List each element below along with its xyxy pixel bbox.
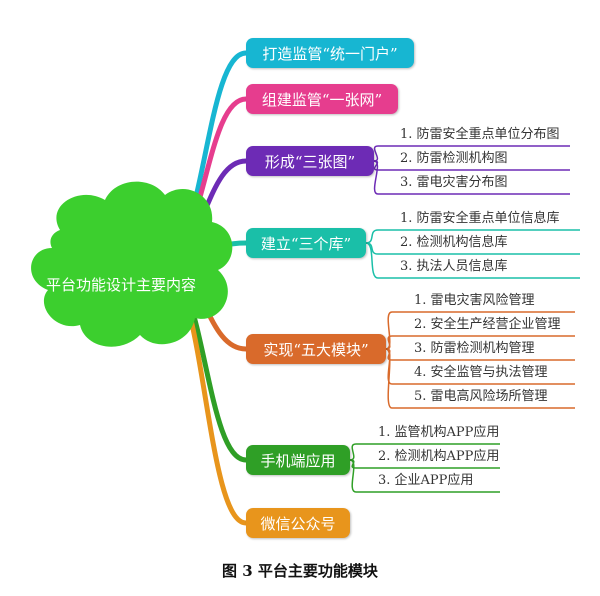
branch-node: 建立“三个库” xyxy=(246,228,366,258)
branch-node: 组建监管“一张网” xyxy=(246,84,398,114)
sub-item: 2. 安全生产经营企业管理 xyxy=(414,317,561,332)
sub-item: 2. 检测机构信息库 xyxy=(400,235,508,250)
root-topic: 平台功能设计主要内容 xyxy=(45,276,196,294)
sub-item: 4. 安全监管与执法管理 xyxy=(414,365,548,380)
sub-item: 5. 雷电高风险场所管理 xyxy=(414,389,548,404)
sub-item: 3. 防雷检测机构管理 xyxy=(414,341,535,356)
sub-item-connector xyxy=(373,160,570,195)
sub-item: 1. 防雷安全重点单位信息库 xyxy=(400,211,560,226)
sub-item-connector xyxy=(385,348,575,409)
branch-node: 形成“三张图” xyxy=(246,146,374,176)
branch-node: 微信公众号 xyxy=(246,508,350,538)
sub-item-connector xyxy=(349,443,500,461)
branch-node: 实现“五大模块” xyxy=(246,334,386,364)
sub-item: 3. 雷电灾害分布图 xyxy=(400,175,508,190)
root-cloud-shape xyxy=(31,181,233,347)
branch-node: 打造监管“统一门户” xyxy=(246,38,414,68)
sub-item-connector xyxy=(365,229,580,244)
sub-item-connector xyxy=(373,145,570,162)
figure-caption: 图 3 平台主要功能模块 xyxy=(222,562,378,580)
sub-item-connector xyxy=(365,242,580,279)
branch-node: 手机端应用 xyxy=(246,445,350,475)
sub-item: 3. 执法人员信息库 xyxy=(400,259,508,274)
sub-item-connector xyxy=(385,311,575,350)
sub-item-connector xyxy=(349,459,500,493)
sub-item: 1. 监管机构APP应用 xyxy=(378,425,500,440)
sub-item: 1. 雷电灾害风险管理 xyxy=(414,293,535,308)
sub-item: 3. 企业APP应用 xyxy=(378,473,474,488)
sub-item: 1. 防雷安全重点单位分布图 xyxy=(400,127,560,142)
sub-item: 2. 检测机构APP应用 xyxy=(378,449,500,464)
sub-item: 2. 防雷检测机构图 xyxy=(400,151,508,166)
